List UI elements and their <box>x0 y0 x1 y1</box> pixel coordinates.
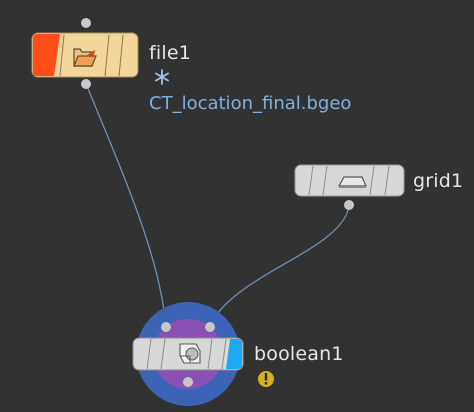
file1-name-label[interactable]: file1 <box>149 42 192 64</box>
boolean-icon <box>179 343 201 364</box>
wire-file1-to-boolean1[interactable] <box>85 83 167 328</box>
node-grid1[interactable] <box>294 164 405 210</box>
boolean1-input-connector-1[interactable] <box>205 322 215 332</box>
file1-info-text: CT_location_final.bgeo <box>149 93 352 114</box>
node-boolean1[interactable] <box>132 302 244 406</box>
node-file1[interactable] <box>31 18 139 89</box>
warning-icon[interactable] <box>258 371 274 387</box>
grid-plane-icon <box>337 176 367 188</box>
grid1-output-connector[interactable] <box>344 200 354 210</box>
boolean1-output-connector[interactable] <box>183 377 193 387</box>
wire-grid1-to-boolean1[interactable] <box>209 204 350 328</box>
boolean1-name-label[interactable]: boolean1 <box>254 343 344 365</box>
boolean1-display-flag[interactable] <box>226 339 242 369</box>
grid1-name-label[interactable]: grid1 <box>413 170 464 192</box>
file1-display-flag[interactable] <box>33 34 60 76</box>
folder-icon <box>73 48 97 67</box>
file1-output-connector[interactable] <box>81 79 91 89</box>
snowflake-icon <box>155 69 169 85</box>
file1-input-connector[interactable] <box>81 18 91 28</box>
boolean1-input-connector-0[interactable] <box>161 322 171 332</box>
